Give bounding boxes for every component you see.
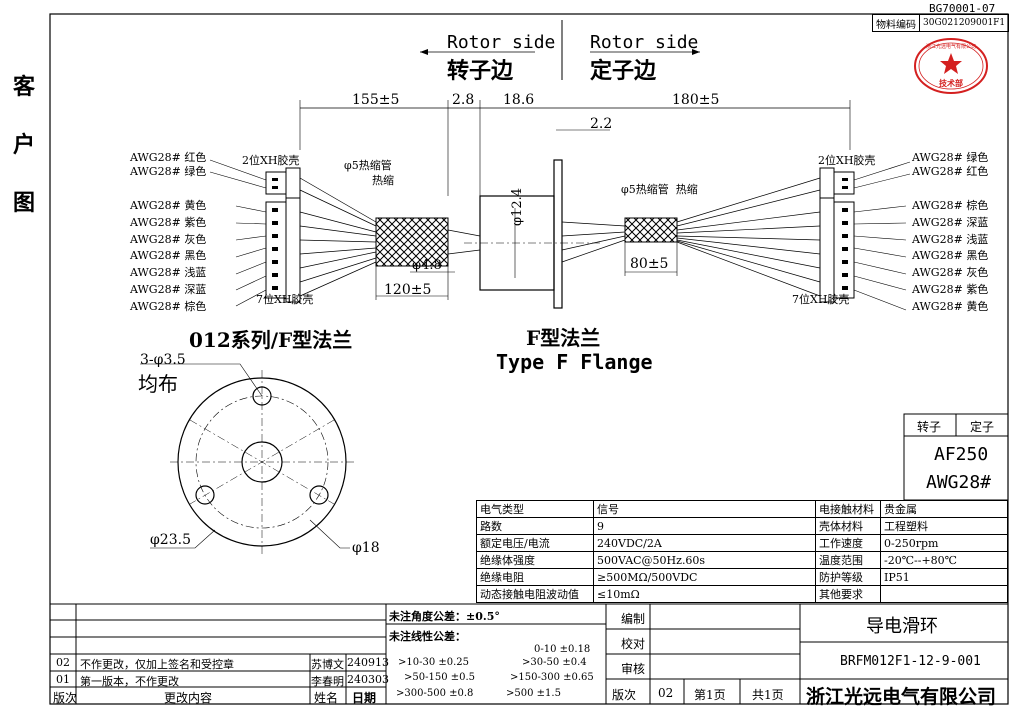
drafted-label: 编制 xyxy=(621,612,646,626)
rev-header-name: 姓名 xyxy=(314,691,339,705)
left-2pin-label: 2位XH胶壳 xyxy=(242,154,300,167)
rev-name: 苏博文 xyxy=(311,658,344,671)
rev-name: 李春明 xyxy=(311,675,344,688)
linear-tolerance-label: 未注线性公差： xyxy=(389,630,466,643)
customer-char-2: 户 xyxy=(13,132,36,158)
tolerance-item: >500 ±1.5 xyxy=(506,688,561,699)
left-heat-shrink-2: 热缩 xyxy=(372,174,394,187)
company-seal: 技术部 浙江光远电气有限公司 xyxy=(914,38,988,94)
product-name: 导电滑环 xyxy=(866,616,938,637)
version-label: 版次 xyxy=(612,688,637,702)
customer-drawing-label: 客 户 图 xyxy=(13,58,35,232)
rotor-side-en: Rotor side xyxy=(447,32,556,53)
rotor-side-cn: 转子边 xyxy=(447,58,514,84)
dim-body-text: 18.6 xyxy=(503,92,535,108)
flange-holes: 3-φ3.5 xyxy=(140,352,186,368)
dim-right-lead-text: 180±5 xyxy=(672,92,720,108)
flange-end-view xyxy=(140,363,354,554)
rev-header-date: 日期 xyxy=(352,691,377,705)
tolerance-item: >50-150 ±0.5 xyxy=(404,672,476,683)
flange-plate xyxy=(553,159,563,309)
rev-date: 240303 xyxy=(347,673,389,686)
tolerance-item: >30-50 ±0.4 xyxy=(522,657,587,668)
wire-spec-stator: 定子 xyxy=(970,420,995,434)
left-bottom-wire-labels: AWG28# 黄色 AWG28# 紫色 AWG28# 灰色 AWG28# 黑色 … xyxy=(130,199,207,313)
right-heat-sleeve xyxy=(624,217,678,243)
spec-row: 电气类型信号 电接触材料贵金属 xyxy=(476,500,1008,518)
angle-tolerance: 未注角度公差：±0.5° xyxy=(389,610,500,623)
approved-label: 审核 xyxy=(621,662,646,676)
drawing-frame xyxy=(49,13,1009,705)
dim-flange-text: 2.2 xyxy=(590,116,613,132)
dim-right-sleeve-text: 80±5 xyxy=(630,256,669,272)
right-2pin-label: 2位XH胶壳 xyxy=(818,154,876,167)
wire-spec-gauge: AWG28# xyxy=(926,472,992,493)
right-bottom-wire-labels: AWG28# 棕色 AWG28# 深蓝 AWG28# 浅蓝 AWG28# 黑色 … xyxy=(912,199,989,313)
stator-side-cn: 定子边 xyxy=(590,58,657,84)
rev-ver: 01 xyxy=(56,673,70,686)
rev-date: 240913 xyxy=(347,656,389,669)
doc-code: BG70001-07 xyxy=(929,2,996,15)
customer-char-1: 客 xyxy=(13,74,36,100)
version-value: 02 xyxy=(658,686,674,700)
page-number: 第1页 xyxy=(694,688,726,702)
svg-text:浙江光远电气有限公司: 浙江光远电气有限公司 xyxy=(926,43,976,50)
flange-type-en: Type F Flange xyxy=(496,350,653,374)
left-wires xyxy=(299,177,481,297)
stator-side-en: Rotor side xyxy=(590,32,699,53)
left-top-wire-labels: AWG28# 红色 AWG28# 绿色 xyxy=(130,151,207,178)
tolerance-item: 0-10 ±0.18 xyxy=(534,644,591,655)
tolerance-item: >300-500 ±0.8 xyxy=(396,688,474,699)
material-code-table: 物料编码 30G021209001F1 xyxy=(872,14,1010,32)
svg-text:技术部: 技术部 xyxy=(939,78,963,88)
rev-header-ver: 版次 xyxy=(53,691,78,705)
flange-outer-dia: φ23.5 xyxy=(150,532,191,548)
rev-ver: 02 xyxy=(56,656,70,669)
part-number: BRFM012F1-12-9-001 xyxy=(840,654,981,669)
right-heat-shrink: φ5热缩管 热缩 xyxy=(621,183,698,196)
left-7pin-label: 7位XH胶壳 xyxy=(256,293,314,306)
right-wires xyxy=(561,177,821,297)
total-pages: 共1页 xyxy=(752,688,784,702)
spec-row: 动态接触电阻波动值≤10mΩ 其他要求 xyxy=(476,585,1008,603)
stator-arrow-head xyxy=(692,49,700,55)
dim-left-sleeve-text: 120±5 xyxy=(384,282,432,298)
rev-content: 第一版本，不作更改 xyxy=(80,675,179,688)
dim-left-lead-text: 155±5 xyxy=(352,92,400,108)
series-title: 012系列/F型法兰 xyxy=(189,328,353,352)
tolerance-item: >150-300 ±0.65 xyxy=(510,672,594,683)
customer-char-3: 图 xyxy=(13,190,36,216)
flange-type-cn: F型法兰 xyxy=(526,326,601,350)
rotor-arrow-head xyxy=(420,49,428,55)
wire-spec-model: AF250 xyxy=(934,444,989,465)
right-7pin-label: 7位XH胶壳 xyxy=(792,293,850,306)
left-heat-shrink-1: φ5热缩管 xyxy=(344,159,392,172)
flange-holes-note: 均布 xyxy=(138,372,178,396)
dim-gap-text: 2.8 xyxy=(452,92,475,108)
rev-content: 不作更改，仅加上签名和受控章 xyxy=(80,658,234,671)
company-name: 浙江光远电气有限公司 xyxy=(806,686,997,708)
flange-inner-dia: φ18 xyxy=(352,540,380,556)
right-top-wire-labels: AWG28# 绿色 AWG28# 红色 xyxy=(912,151,989,178)
tolerance-item: >10-30 ±0.25 xyxy=(398,657,470,668)
rev-header-content: 更改内容 xyxy=(164,691,213,705)
wire-spec-rotor: 转子 xyxy=(917,420,942,434)
dim-sleeve-dia-text: φ4.8 xyxy=(412,258,442,273)
checked-label: 校对 xyxy=(621,637,646,651)
